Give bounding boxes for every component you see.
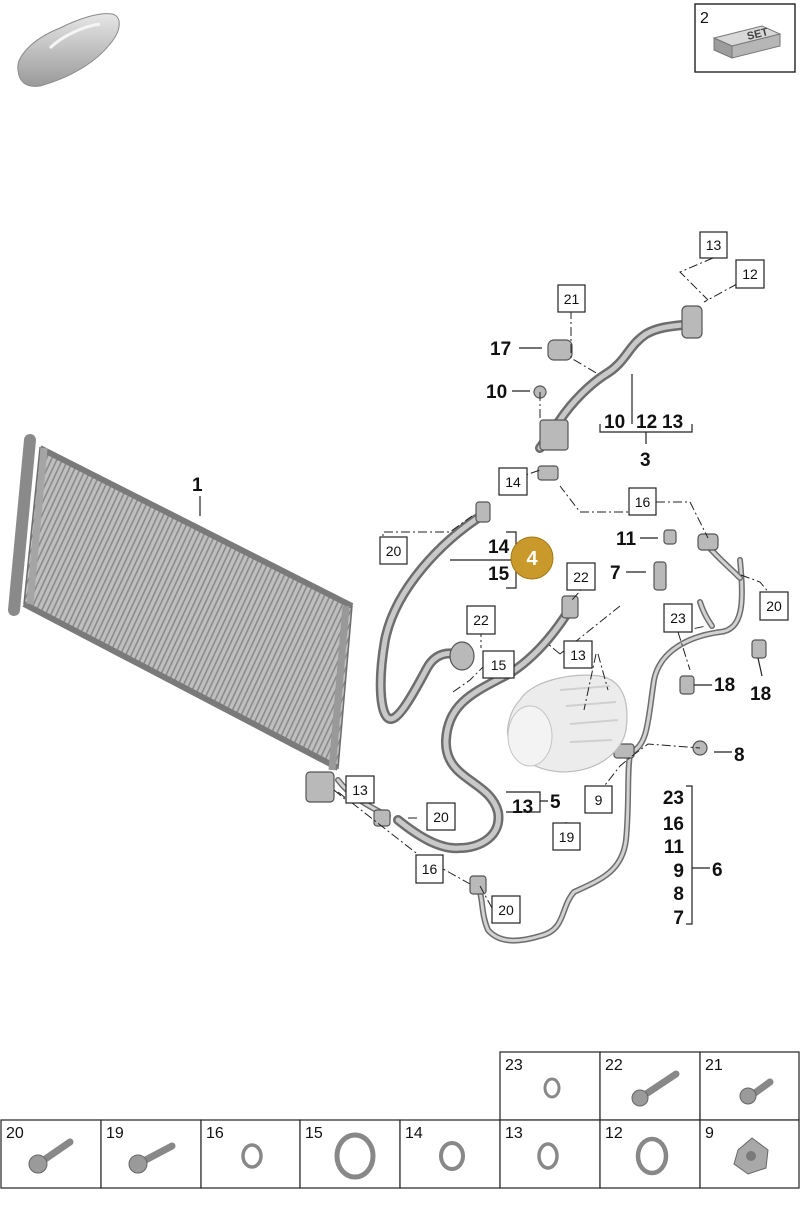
svg-text:8: 8 [673, 884, 684, 905]
legend-16: 16 [206, 1125, 224, 1142]
set-box-label: SET [746, 26, 770, 43]
label-3: 3 [640, 450, 651, 471]
vehicle-silhouette-icon [17, 13, 120, 87]
o-ring-icon [543, 1077, 561, 1099]
svg-text:13: 13 [352, 782, 368, 798]
o-ring-icon [334, 1132, 376, 1180]
svg-text:16: 16 [422, 861, 438, 877]
bolt-icon [631, 1070, 680, 1107]
label-6: 6 [712, 860, 723, 881]
label-1: 1 [192, 475, 203, 496]
label-14-group: 14 [488, 537, 510, 558]
svg-text:22: 22 [473, 612, 489, 628]
svg-text:19: 19 [559, 829, 575, 845]
svg-text:13: 13 [706, 237, 722, 253]
svg-text:20: 20 [433, 809, 449, 825]
label-box-22-b: 22 [466, 605, 496, 635]
label-box-20-low: 20 [491, 895, 521, 924]
label-5: 5 [550, 792, 561, 813]
label-box-13-mid: 13 [563, 640, 593, 669]
label-box-12-top: 12 [735, 259, 765, 289]
legend-23: 23 [505, 1057, 523, 1074]
legend-15: 15 [305, 1125, 323, 1142]
nut-icon [733, 1137, 769, 1175]
bolt-icon [128, 1142, 176, 1174]
label-10: 10 [486, 382, 507, 403]
label-17: 17 [490, 339, 511, 360]
legend-14: 14 [405, 1125, 423, 1142]
svg-text:22: 22 [573, 569, 589, 585]
legend-22: 22 [605, 1057, 623, 1074]
label-box-16-top: 16 [628, 487, 657, 516]
legend-12: 12 [605, 1125, 623, 1142]
svg-text:9: 9 [595, 792, 603, 808]
label-box-20-right: 20 [759, 591, 789, 621]
legend-21: 21 [705, 1057, 723, 1074]
o-ring-icon [439, 1141, 465, 1171]
label-13-group-5: 13 [512, 797, 533, 818]
label-box-14: 14 [498, 467, 528, 496]
label-box-16-low: 16 [415, 854, 444, 884]
svg-text:9: 9 [673, 861, 684, 882]
svg-text:23: 23 [663, 788, 684, 809]
svg-text:20: 20 [766, 598, 782, 614]
svg-text:16: 16 [635, 494, 651, 510]
label-18-b: 18 [750, 684, 771, 705]
label-box-9: 9 [584, 785, 613, 814]
plain-labels: 1 17 10 10 12 13 3 14 15 11 7 18 18 8 13… [192, 339, 771, 881]
svg-text:20: 20 [386, 543, 402, 559]
legend-19: 19 [106, 1125, 124, 1142]
label-box-20-left: 20 [379, 536, 408, 565]
label-box-23: 23 [663, 603, 693, 633]
svg-text:16: 16 [663, 814, 684, 835]
label-7: 7 [610, 563, 621, 584]
label-12-group: 12 [636, 412, 657, 433]
svg-text:7: 7 [673, 908, 684, 929]
svg-text:4: 4 [526, 548, 538, 570]
svg-text:11: 11 [664, 837, 685, 858]
set-box: 2 SET [694, 3, 796, 73]
ac-compressor [506, 674, 628, 773]
legend-20: 20 [6, 1125, 24, 1142]
boxed-labels: 13 12 21 14 16 20 22 22 15 13 23 20 13 2… [345, 231, 789, 924]
label-15-group: 15 [488, 564, 510, 585]
legend-9: 9 [705, 1125, 714, 1142]
o-ring-icon [241, 1143, 263, 1169]
label-box-21: 21 [557, 284, 586, 313]
legend-13: 13 [505, 1125, 523, 1142]
svg-text:14: 14 [505, 474, 521, 490]
set-block-icon [712, 25, 782, 59]
label-box-13-condenser: 13 [345, 775, 375, 804]
label-18-a: 18 [714, 675, 735, 696]
bolt-icon [28, 1138, 74, 1174]
set-box-number: 2 [700, 10, 709, 27]
group-6-stack: 23 16 11 9 8 7 [663, 788, 685, 929]
label-13-group: 13 [662, 412, 683, 433]
label-box-19: 19 [552, 822, 581, 851]
label-box-13-top: 13 [699, 231, 728, 259]
label-10-group: 10 [604, 412, 625, 433]
parts-legend: 23 22 21 20 19 16 15 14 13 12 9 [0, 1051, 800, 1189]
label-box-15: 15 [482, 650, 515, 679]
svg-text:23: 23 [670, 610, 686, 626]
label-box-22-a: 22 [566, 562, 596, 591]
condenser [8, 434, 354, 803]
label-box-20-mid: 20 [426, 802, 456, 831]
svg-text:21: 21 [564, 291, 580, 307]
callout-4: 4 [510, 536, 554, 580]
bolt-icon [739, 1078, 774, 1105]
svg-text:20: 20 [498, 902, 514, 918]
label-11: 11 [616, 529, 637, 550]
svg-text:12: 12 [742, 266, 758, 282]
svg-text:13: 13 [570, 647, 586, 663]
label-8: 8 [734, 745, 745, 766]
o-ring-icon [635, 1136, 669, 1176]
fittings [373, 305, 767, 895]
o-ring-icon [537, 1142, 559, 1170]
svg-text:15: 15 [491, 657, 507, 673]
